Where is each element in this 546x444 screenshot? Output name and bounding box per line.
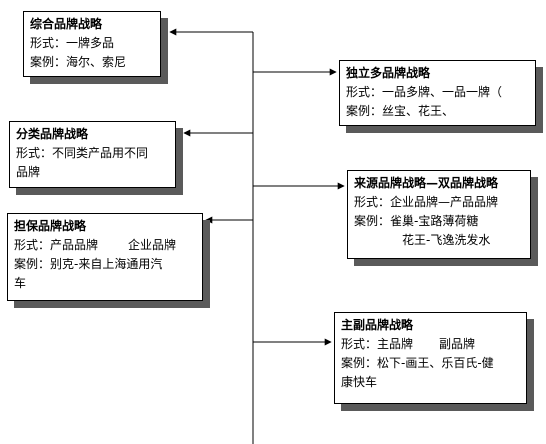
guarantee-form: 形式：产品品牌 企业品牌 bbox=[14, 236, 196, 255]
sub-form-main: 形式：主品牌 bbox=[341, 337, 414, 351]
guarantee-case-line2: 车 bbox=[14, 276, 27, 290]
comprehensive-form: 形式：一牌多品 bbox=[30, 36, 115, 50]
sub-form: 形式：主品牌 副品牌 bbox=[341, 335, 520, 354]
guarantee-case-line1: 案例：别克-来自上海通用汽 bbox=[14, 257, 163, 271]
guarantee-form-suffix: 企业品牌 bbox=[128, 238, 177, 252]
source-brand-box: 来源品牌战略—双品牌战略 形式：企业品牌—产品品牌 案例：雀巢-宝路薄荷糖 花王… bbox=[347, 170, 531, 259]
sub-brand-box: 主副品牌战略 形式：主品牌 副品牌 案例：松下-画王、乐百氏-健 康快车 bbox=[334, 312, 527, 404]
comprehensive-title: 综合品牌战略 bbox=[30, 17, 103, 31]
source-form: 形式：企业品牌—产品品牌 bbox=[354, 195, 499, 209]
source-case-line2: 花王-飞逸洗发水 bbox=[402, 233, 491, 247]
comprehensive-brand-box: 综合品牌战略 形式：一牌多品 案例：海尔、索尼 bbox=[23, 11, 161, 77]
independent-case: 案例：丝宝、花王、 bbox=[346, 104, 455, 118]
guarantee-title: 担保品牌战略 bbox=[14, 219, 87, 233]
sub-title: 主副品牌战略 bbox=[341, 318, 414, 332]
category-form-line1: 形式：不同类产品用不同 bbox=[16, 146, 149, 160]
guarantee-form-prefix: 形式：产品品牌 bbox=[14, 238, 99, 252]
independent-form: 形式：一品多牌、一品一牌（ bbox=[346, 85, 503, 99]
sub-form-sub: 副品牌 bbox=[439, 337, 476, 351]
guarantee-brand-box: 担保品牌战略 形式：产品品牌 企业品牌 案例：别克-来自上海通用汽 车 bbox=[7, 213, 203, 301]
sub-case-line2: 康快车 bbox=[341, 375, 378, 389]
comprehensive-case: 案例：海尔、索尼 bbox=[30, 55, 127, 69]
source-case-line1: 案例：雀巢-宝路薄荷糖 bbox=[354, 214, 479, 228]
category-title: 分类品牌战略 bbox=[16, 127, 89, 141]
source-title: 来源品牌战略—双品牌战略 bbox=[354, 176, 499, 190]
category-brand-box: 分类品牌战略 形式：不同类产品用不同 品牌 bbox=[9, 121, 176, 188]
sub-case-line1: 案例：松下-画王、乐百氏-健 bbox=[341, 356, 494, 370]
independent-brand-box: 独立多品牌战略 形式：一品多牌、一品一牌（ 案例：丝宝、花王、 bbox=[339, 60, 536, 126]
independent-title: 独立多品牌战略 bbox=[346, 66, 431, 80]
category-form-line2: 品牌 bbox=[16, 165, 41, 179]
